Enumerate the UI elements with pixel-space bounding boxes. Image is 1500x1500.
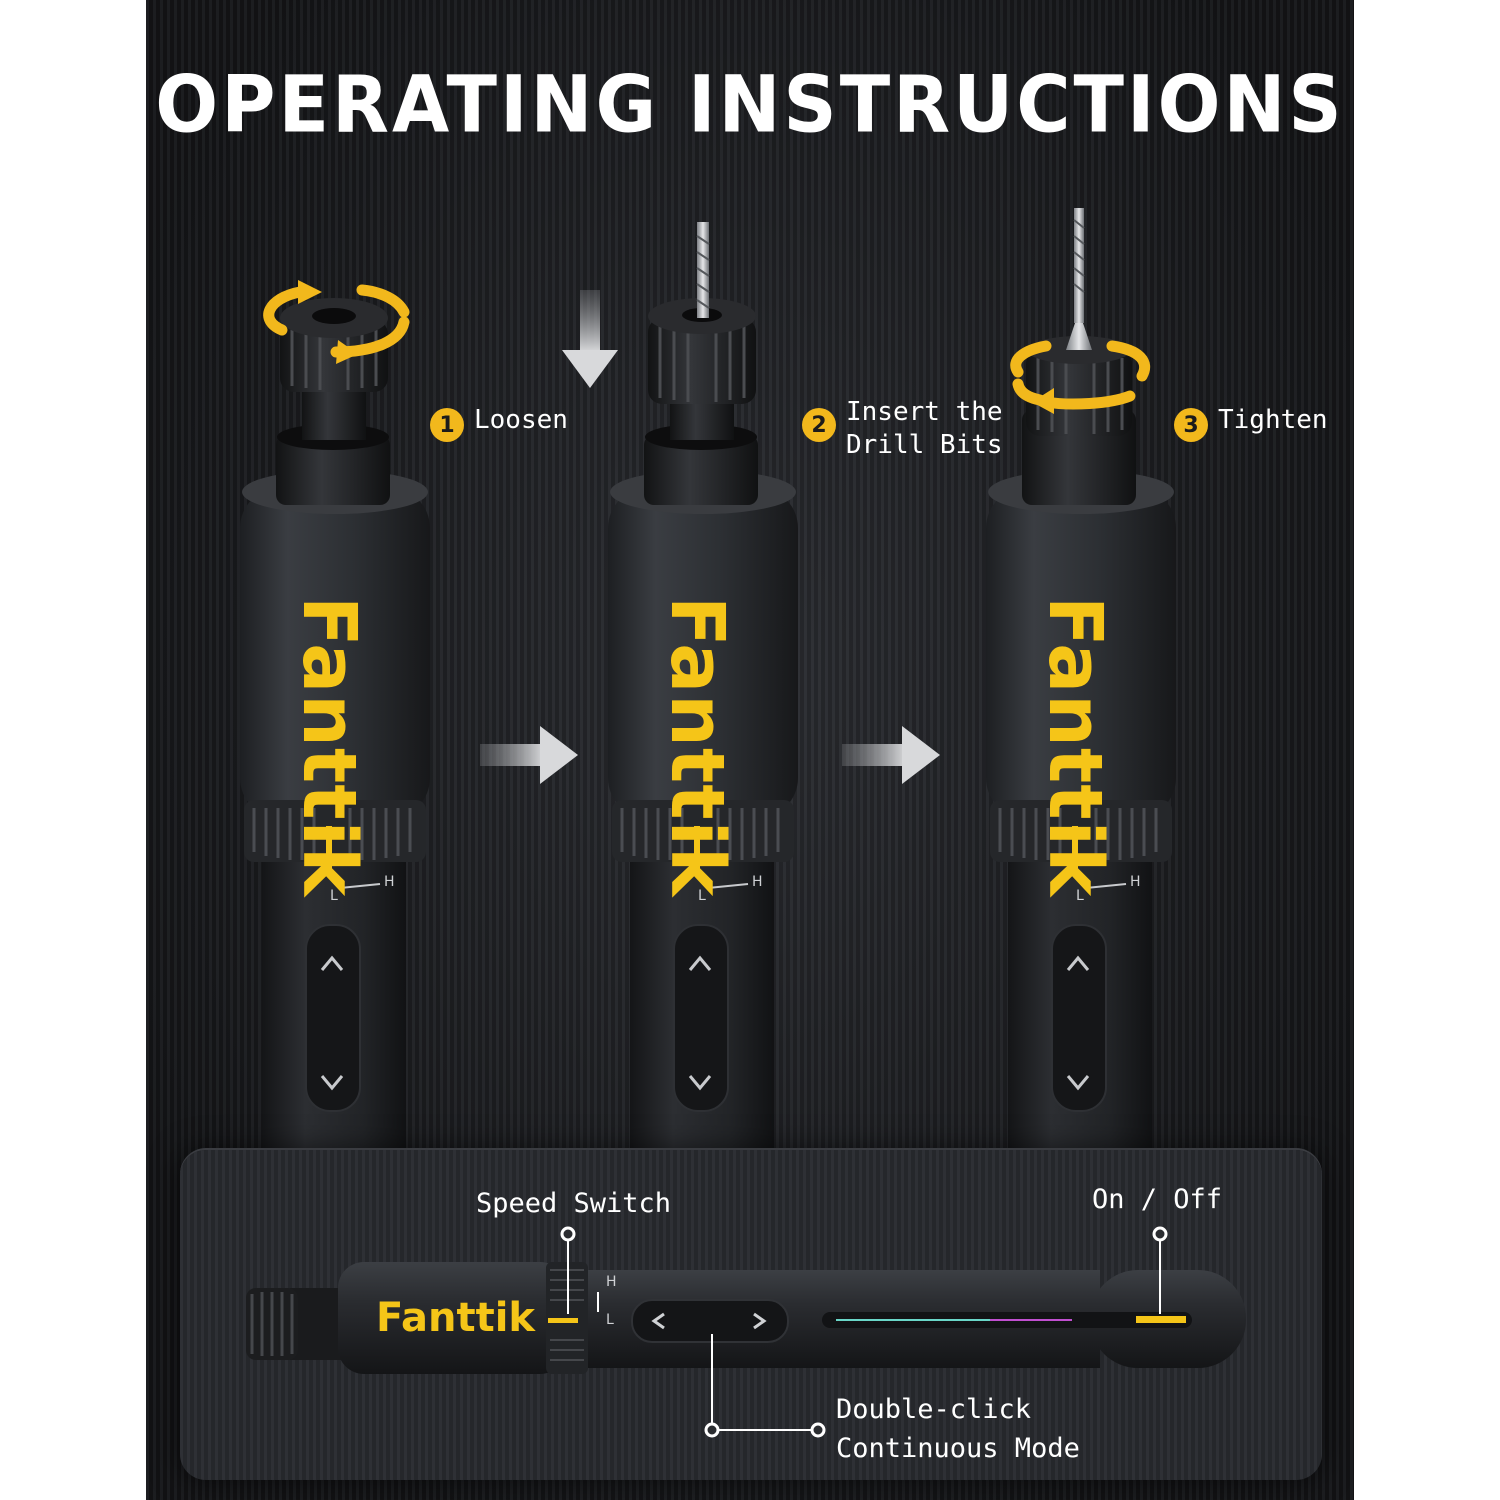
on-off-label: On / Off [1092, 1184, 1223, 1215]
step-1-label: 1 Loosen [430, 404, 568, 442]
step-number-badge: 3 [1174, 408, 1208, 442]
speed-mark-high: H [606, 1274, 617, 1290]
double-click-label: Double-click Continuous Mode [836, 1394, 1080, 1464]
down-arrow-icon [562, 290, 618, 388]
tool-step-2 [608, 222, 798, 1160]
tool-step-1 [240, 280, 430, 1160]
chevron-up-icon [1066, 955, 1090, 971]
tool-step-3 [986, 208, 1176, 1160]
chevron-left-icon [651, 1312, 665, 1330]
speed-mark-low: L [1076, 888, 1084, 904]
step-number-badge: 1 [430, 408, 464, 442]
speed-mark-high: H [752, 874, 763, 890]
page-title: OPERATING INSTRUCTIONS [155, 59, 1345, 151]
drill-bit [697, 222, 709, 318]
speed-mark-high: H [1130, 874, 1141, 890]
step-2-label: 2 Insert the Drill Bits [802, 396, 1003, 462]
step-number-badge: 2 [802, 408, 836, 442]
chevron-down-icon [1066, 1075, 1090, 1091]
speed-mark-low: L [606, 1312, 614, 1328]
chevron-up-icon [688, 955, 712, 971]
chevron-up-icon [320, 955, 344, 971]
speed-switch-label: Speed Switch [476, 1188, 672, 1219]
right-arrow-icon [480, 726, 578, 784]
speed-mark-high: H [384, 874, 395, 890]
step-3-label: 3 Tighten [1174, 404, 1328, 442]
step-text: Tighten [1218, 405, 1328, 435]
step-text: Insert the Drill Bits [846, 397, 1003, 460]
chevron-down-icon [688, 1075, 712, 1091]
brand-logo: Fanttik [376, 1295, 536, 1341]
chevron-right-icon [753, 1312, 767, 1330]
chevron-down-icon [320, 1075, 344, 1091]
speed-mark-low: L [330, 888, 338, 904]
step-text: Loosen [474, 405, 568, 435]
drill-bit [1074, 208, 1084, 323]
right-arrow-icon [842, 726, 940, 784]
speed-mark-low: L [698, 888, 706, 904]
